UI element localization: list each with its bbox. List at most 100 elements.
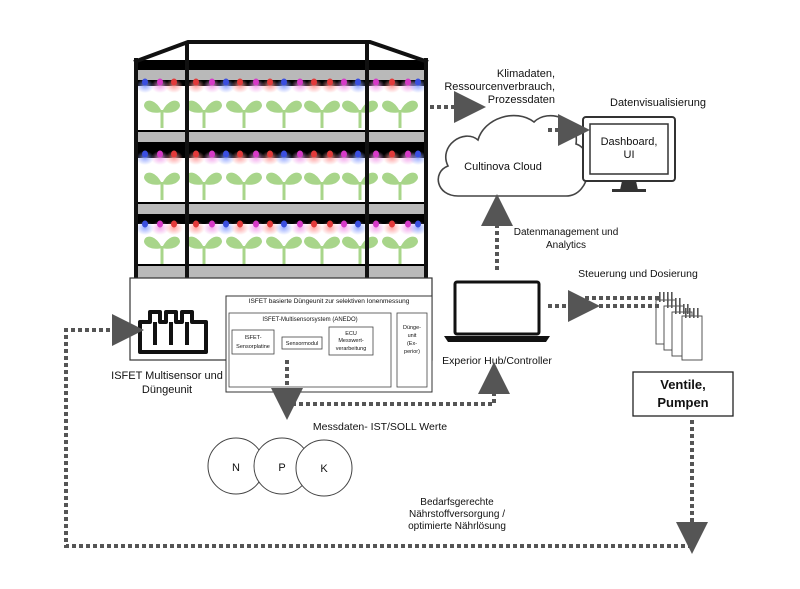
led-light: [341, 78, 347, 86]
led-glow: [321, 151, 339, 165]
vertical-farm-rack: [133, 40, 429, 282]
ecu-box: [328, 326, 374, 356]
sensorplatine-line2: Sensorplatine: [236, 344, 270, 350]
sensormodul-box: [281, 336, 323, 350]
dosing-nozzle: [683, 304, 685, 314]
led-glow: [151, 151, 169, 165]
led-light: [341, 220, 347, 228]
led-light: [193, 78, 199, 86]
led-glow: [231, 151, 249, 165]
duenge-unit-line4: perior): [404, 349, 420, 355]
led-light: [267, 150, 273, 158]
led-glow: [217, 221, 235, 235]
led-glow: [321, 221, 339, 235]
dosing-nozzle: [667, 298, 669, 308]
shelf: [136, 204, 426, 214]
led-glow: [409, 79, 427, 93]
plant-seedling: [144, 172, 180, 200]
messdaten-label: Messdaten- IST/SOLL Werte: [313, 421, 447, 433]
plant-seedling: [226, 100, 262, 128]
plant-seedling: [382, 236, 418, 264]
npk-circles: N P K: [207, 437, 353, 497]
led-glow: [291, 151, 309, 165]
led-light: [157, 150, 163, 158]
led-glow: [151, 221, 169, 235]
led-light: [311, 220, 317, 228]
ecu-line2: Messwert-: [338, 338, 364, 344]
dosing-nozzle: [679, 304, 681, 314]
plant-seedling: [382, 100, 418, 128]
led-glow: [261, 221, 279, 235]
led-glow: [231, 221, 249, 235]
led-light: [327, 220, 333, 228]
dosing-nozzle: [667, 292, 669, 302]
monitor-icon: [582, 116, 676, 192]
dosing-nozzle: [675, 304, 677, 314]
led-light: [253, 150, 259, 158]
plant-seedling: [186, 236, 222, 264]
led-glow: [383, 79, 401, 93]
duenge-unit-line3: (Ex-: [407, 341, 417, 347]
led-light: [142, 78, 148, 86]
led-glow: [321, 79, 339, 93]
led-glow: [275, 79, 293, 93]
led-light: [142, 220, 148, 228]
led-glow: [203, 221, 221, 235]
led-glow: [217, 79, 235, 93]
led-light: [267, 78, 273, 86]
plant-seedling: [226, 236, 262, 264]
led-glow: [383, 221, 401, 235]
led-glow: [409, 151, 427, 165]
led-glow: [247, 221, 265, 235]
led-light: [237, 220, 243, 228]
led-glow: [165, 79, 183, 93]
cloud-data-line2: Ressourcenverbrauch,: [444, 81, 555, 93]
plant-seedling: [266, 236, 302, 264]
npk-p: P: [278, 462, 285, 474]
led-light: [253, 220, 259, 228]
plant-seedling: [382, 172, 418, 200]
led-glow: [275, 151, 293, 165]
datenvisualisierung-label: Datenvisualisierung: [610, 97, 706, 109]
led-light: [209, 220, 215, 228]
duengeunit-title: ISFET basierte Düngeunit zur selektiven …: [249, 298, 410, 305]
led-glow: [165, 151, 183, 165]
isfet-multisensor-label-line1: ISFET Multisensor und: [111, 370, 223, 382]
dosing-nozzle: [675, 298, 677, 308]
led-light: [355, 150, 361, 158]
led-light: [355, 78, 361, 86]
led-glow: [305, 79, 323, 93]
led-light: [223, 78, 229, 86]
led-glow: [151, 79, 169, 93]
multisensorsystem-title: ISFET-Multisensorsystem (ANEDO): [262, 317, 357, 323]
led-glow: [349, 79, 367, 93]
isfet-multisensor-label-line2: Düngeunit: [142, 384, 192, 396]
led-light: [209, 78, 215, 86]
led-light: [209, 150, 215, 158]
dosing-nozzle: [659, 292, 661, 302]
sensormodul-label: Sensormodul: [286, 341, 318, 347]
dosing-nozzle: [697, 308, 699, 318]
led-light: [341, 150, 347, 158]
led-light: [297, 78, 303, 86]
led-light: [237, 78, 243, 86]
bedarf-line3: optimierte Nährlösung: [408, 521, 506, 532]
sensorplatine-box: [231, 329, 275, 355]
shelf: [136, 70, 426, 80]
led-light: [311, 150, 317, 158]
led-light: [327, 78, 333, 86]
led-glow: [305, 221, 323, 235]
led-glow: [203, 151, 221, 165]
led-light: [389, 220, 395, 228]
led-glow: [291, 221, 309, 235]
dosing-nozzle: [671, 298, 673, 308]
led-glow: [261, 79, 279, 93]
led-glow: [136, 221, 154, 235]
post: [134, 58, 138, 282]
cloud-name: Cultinova Cloud: [464, 161, 542, 173]
ventile-line2: Pumpen: [657, 395, 708, 410]
led-light: [237, 150, 243, 158]
ecu-line1: ECU: [345, 331, 357, 337]
bedarf-line2: Nährstoffversorgung /: [409, 509, 505, 520]
led-glow: [305, 151, 323, 165]
